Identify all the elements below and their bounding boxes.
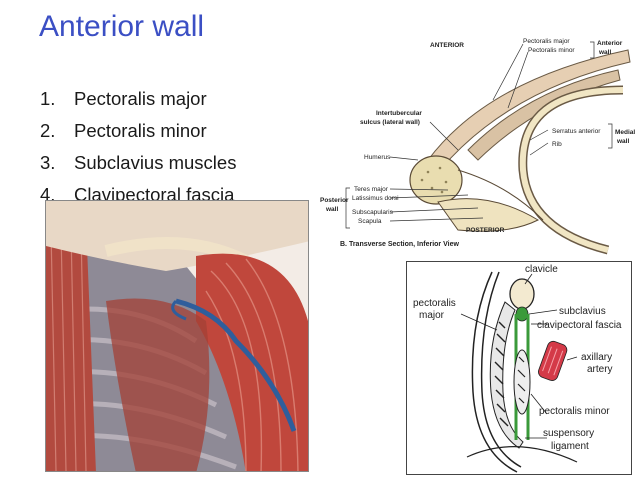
transverse-section-drawing: ANTERIOR Pectoralis major Pectoralis min… xyxy=(320,38,635,255)
label-anterior: ANTERIOR xyxy=(430,42,464,49)
label-serratus: Serratus anterior xyxy=(552,128,601,135)
label-teres: Teres major xyxy=(354,186,389,193)
label-anterior-wall: Anterior xyxy=(597,40,623,47)
label-subclavius: subclavius xyxy=(559,306,606,317)
list-item: 2. Pectoralis minor xyxy=(40,115,236,147)
label-posterior-wall: Posterior xyxy=(320,197,349,204)
item-text: Subclavius muscles xyxy=(74,152,237,173)
label-medial-wall: Medial xyxy=(615,129,635,136)
label-pectoralis: pectoralis xyxy=(413,298,456,309)
label-pect-minor: Pectoralis minor xyxy=(528,47,575,54)
transverse-section-diagram: ANTERIOR Pectoralis major Pectoralis min… xyxy=(318,30,638,255)
label-rib: Rib xyxy=(552,141,562,148)
list-item: 1. Pectoralis major xyxy=(40,83,236,115)
axillary-artery-shape xyxy=(538,340,568,381)
list-item: 3. Subclavius muscles xyxy=(40,147,236,179)
label-posterior: POSTERIOR xyxy=(466,227,505,234)
item-text: Pectoralis minor xyxy=(74,120,207,141)
label-scapula: Scapula xyxy=(358,218,382,225)
item-number: 2. xyxy=(40,120,56,141)
label-pect-major: Pectoralis major xyxy=(523,38,570,45)
chest-muscle-illustration xyxy=(45,200,309,472)
label-clavicle: clavicle xyxy=(525,264,558,275)
label-clavipectoral: clavipectoral fascia xyxy=(537,320,622,331)
label-medial-wall-2: wall xyxy=(616,138,629,145)
item-number: 1. xyxy=(40,88,56,109)
label-humerus: Humerus xyxy=(364,154,391,161)
section-caption: B. Transverse Section, Inferior View xyxy=(340,241,459,248)
label-suspensory: suspensory xyxy=(543,428,594,439)
clavipectoral-fascia-drawing: clavicle pectoralis major subclavius cla… xyxy=(413,264,622,473)
item-number: 3. xyxy=(40,152,56,173)
list-item: 4. Clavipectoral fascia xyxy=(40,179,236,211)
item-number: 4. xyxy=(40,184,56,205)
muscle-list: 1. Pectoralis major 2. Pectoralis minor 3.… xyxy=(40,83,236,211)
label-intertubercular-2: sulcus (lateral wall) xyxy=(360,119,420,126)
label-subscapularis: Subscapularis xyxy=(352,209,394,216)
label-pectoralis-minor: pectoralis minor xyxy=(539,406,610,417)
label-axillary: axillary xyxy=(581,352,612,363)
clavipectoral-fascia-diagram: clavicle pectoralis major subclavius cla… xyxy=(406,261,632,475)
label-anterior-wall-2: wall xyxy=(598,49,611,56)
label-latissimus: Latissimus dorsi xyxy=(352,195,399,202)
label-major: major xyxy=(419,310,445,321)
chest-muscle-drawing xyxy=(46,201,308,471)
label-artery: artery xyxy=(587,364,613,375)
item-text: Clavipectoral fascia xyxy=(74,184,235,205)
label-intertubercular: Intertubercular xyxy=(376,110,422,117)
item-text: Pectoralis major xyxy=(74,88,207,109)
label-ligament: ligament xyxy=(551,441,589,452)
slide-title: Anterior wall xyxy=(39,10,205,43)
label-posterior-wall-2: wall xyxy=(325,206,338,213)
